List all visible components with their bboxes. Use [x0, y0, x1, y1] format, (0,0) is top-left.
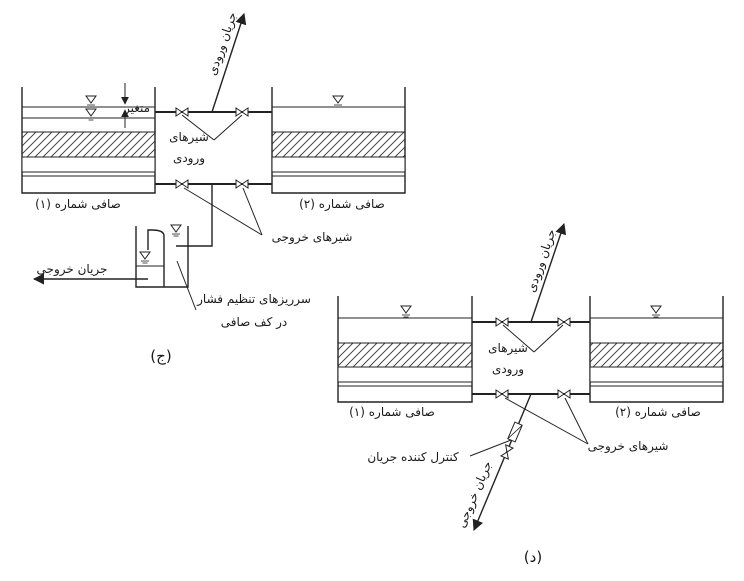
c-inlet-header: جریان ورودی شیرهای ورودی [155, 10, 272, 166]
d-outflow-arrow [472, 393, 532, 532]
d-inflow-label: جریان ورودی [524, 227, 560, 294]
d-flow-controller [507, 421, 523, 443]
d-inlet-valve-1 [495, 317, 509, 327]
diagram-d: جریان ورودی شیرهای ورودی شیرهای خروجی صا… [337, 222, 724, 566]
c-filter-1-label: صافی شماره (۱) [35, 197, 121, 212]
c-inflow-arrow [211, 12, 247, 113]
d-outlet-valve-2 [557, 389, 571, 399]
d-inlet-header: جریان ورودی شیرهای ورودی [472, 222, 590, 377]
d-outlet-valve-1 [495, 389, 509, 399]
c-inlet-valve-2 [235, 107, 249, 117]
d-inflow-arrow [530, 222, 567, 323]
c-filter-2-label: صافی شماره (۲) [299, 197, 385, 212]
d-inlet-valves-label-1: شیرهای [488, 341, 528, 356]
c-overflow-label-1: سرریزهای تنظیم فشار [196, 292, 311, 307]
c-outlet-header: شیرهای خروجی [155, 179, 353, 247]
d-inlet-valve-2 [557, 317, 571, 327]
c-overflow-label-2: در کف صافی [221, 315, 288, 330]
c-inflow-label: جریان ورودی [205, 10, 241, 77]
d-panel-label: (د) [524, 548, 542, 566]
c-variable-label: متغیر [123, 101, 150, 116]
d-outlet-valves-label: شیرهای خروجی [588, 439, 669, 454]
d-filter-1-tank [337, 296, 473, 403]
c-filter-1-tank: متغیر [21, 83, 156, 194]
d-filter-1-label: صافی شماره (۱) [349, 405, 435, 420]
c-outlet-valves-label: شیرهای خروجی [272, 230, 353, 245]
diagram-c: متغیر جریان ورودی شیرهای ورودی [21, 10, 406, 366]
c-outflow-label: جریان خروجی [37, 262, 108, 277]
c-inlet-valves-label-1: شیرهای [169, 130, 209, 145]
d-filter-2-tank [589, 296, 724, 403]
c-overflow-chamber: جریان خروجی سرریزهای تنظیم فشار در کف صا… [32, 224, 311, 330]
c-outlet-valve-2 [235, 179, 249, 189]
c-outlet-valve-1 [175, 179, 189, 189]
d-outlet-header: شیرهای خروجی [472, 389, 669, 454]
c-inlet-valves-label-2: ورودی [173, 151, 205, 166]
d-inlet-valves-label-2: ورودی [492, 362, 524, 377]
d-filter-2-label: صافی شماره (۲) [615, 405, 701, 420]
c-inlet-valve-1 [175, 107, 189, 117]
c-panel-label: (ج) [150, 347, 171, 366]
d-flow-controller-label: کنترل کننده جریان [367, 450, 459, 465]
c-filter-2-tank [271, 87, 406, 194]
